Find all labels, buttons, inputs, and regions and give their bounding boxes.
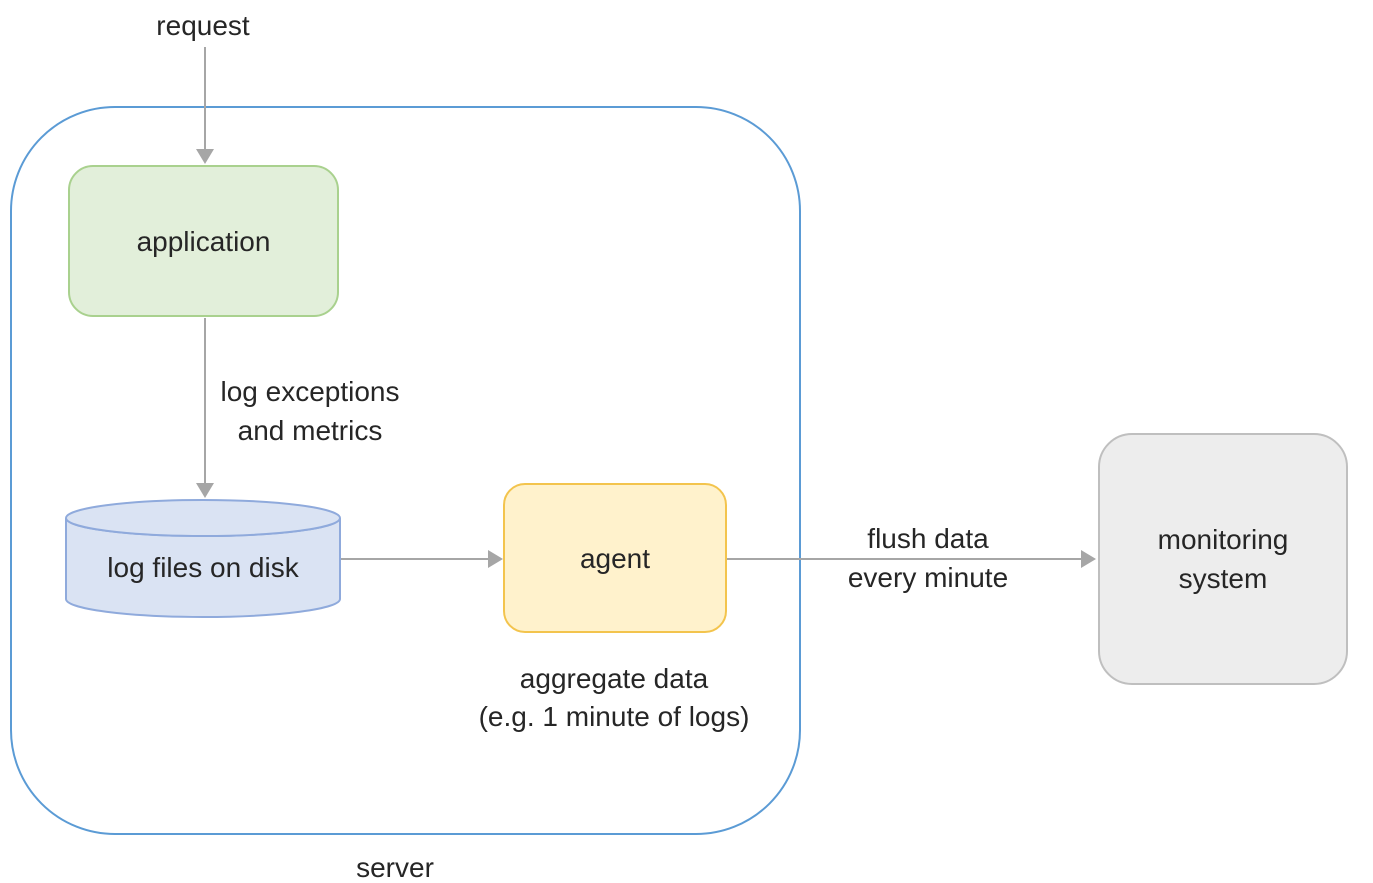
arrow-application-logfiles (196, 318, 214, 498)
node-monitoring-system-label: monitoring system (1157, 524, 1289, 594)
arrow-request (196, 47, 214, 164)
edge-label-flush-data: flush data every minute (847, 523, 1009, 593)
server-boundary (10, 106, 801, 835)
node-log-files-label: log files on disk (107, 551, 299, 583)
node-application: application (68, 165, 339, 317)
edge-label-request: request (156, 10, 250, 41)
container-label-server: server (356, 852, 434, 883)
node-log-files: log files on disk (66, 518, 340, 617)
node-application-label: application (136, 225, 271, 257)
arrow-logfiles-agent (341, 550, 503, 568)
cylinder-top (65, 499, 341, 537)
node-agent-label: agent (579, 542, 651, 574)
arrow-logfiles-agent-head (488, 550, 503, 568)
arrow-application-logfiles-head (196, 483, 214, 498)
node-agent: agent (503, 483, 727, 633)
arrow-agent-monitoring (727, 550, 1096, 568)
note-aggregate-data: aggregate data (e.g. 1 minute of logs) (478, 663, 750, 732)
arrow-agent-monitoring-head (1081, 550, 1096, 568)
node-monitoring-system: monitoring system (1098, 433, 1348, 685)
arrow-request-head (196, 149, 214, 164)
edge-label-log-exceptions: log exceptions and metrics (220, 376, 400, 446)
log-files-cylinder (65, 499, 341, 618)
